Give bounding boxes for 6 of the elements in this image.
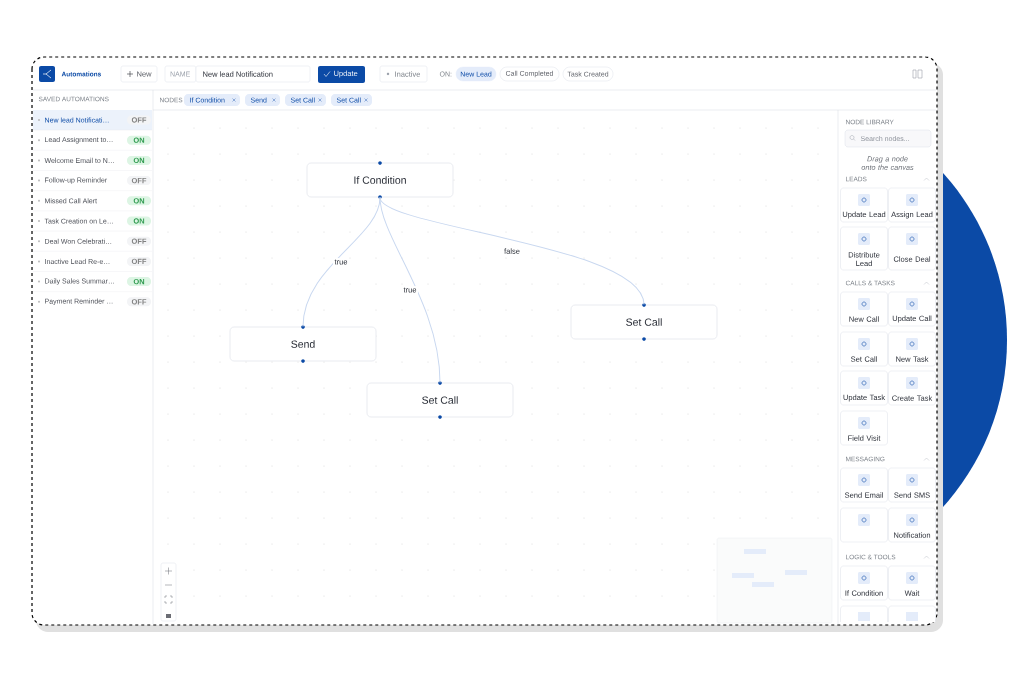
flow-node: Set Call <box>366 381 514 419</box>
connector <box>379 196 441 384</box>
flow-node: Send <box>229 325 377 363</box>
connector <box>379 196 645 306</box>
flow-node: Set Call <box>570 303 718 341</box>
flow-node: If Condition <box>306 161 454 199</box>
